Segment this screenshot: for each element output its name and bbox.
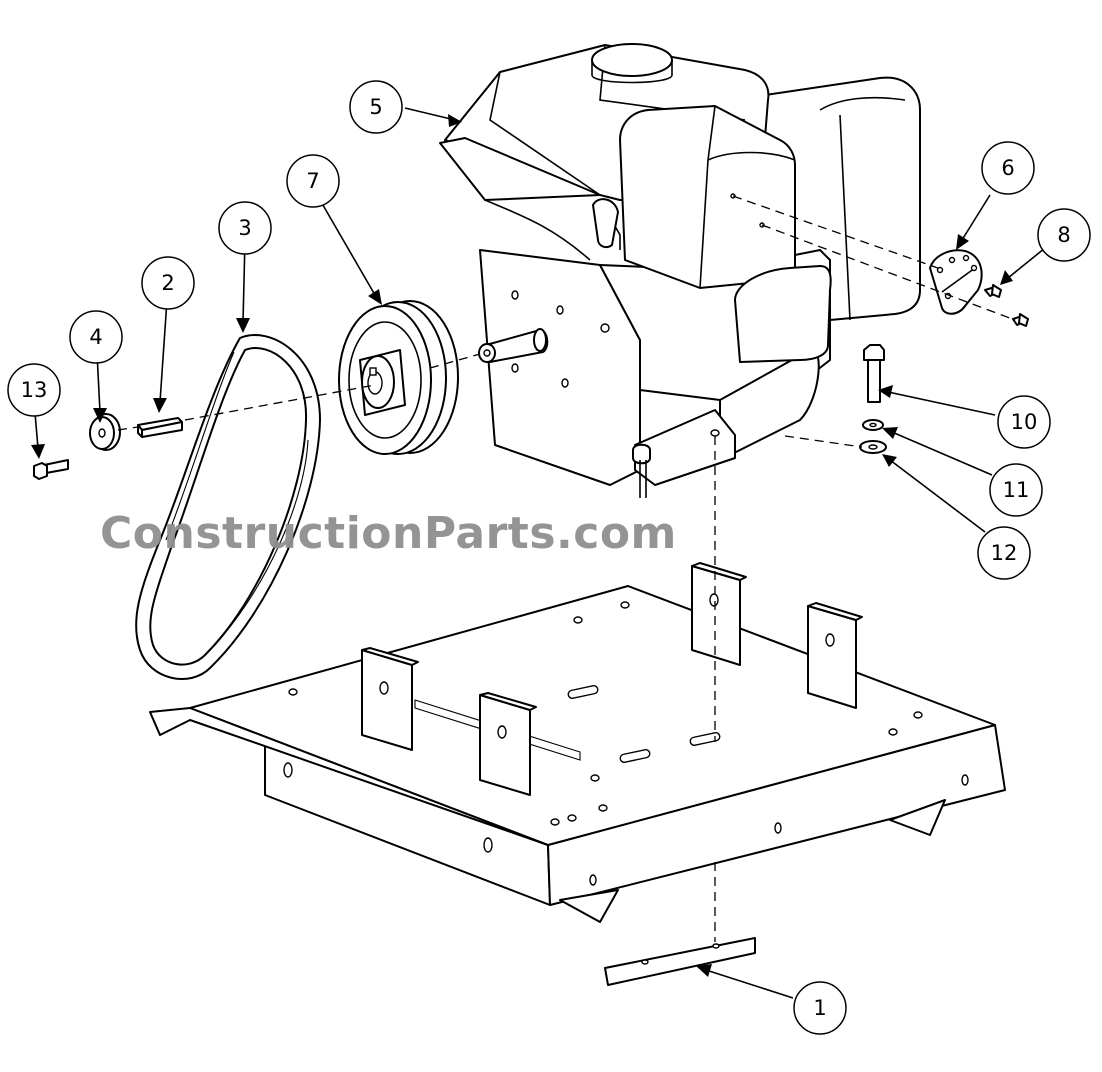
svg-text:12: 12 bbox=[991, 541, 1018, 565]
screws-part-8 bbox=[984, 284, 1029, 327]
callout-12: 12 bbox=[977, 526, 1031, 580]
callout-11: 11 bbox=[989, 463, 1043, 517]
v-belt-part-3 bbox=[135, 334, 321, 680]
bracket-part-6 bbox=[929, 249, 983, 315]
pulley-part-7 bbox=[338, 300, 459, 455]
svg-text:3: 3 bbox=[238, 216, 251, 240]
washer-part-12 bbox=[859, 440, 887, 454]
svg-text:1: 1 bbox=[813, 996, 826, 1020]
washer-part-4 bbox=[89, 413, 121, 451]
callout-2: 2 bbox=[141, 256, 195, 310]
assembly-lines bbox=[117, 195, 1016, 942]
svg-text:11: 11 bbox=[1003, 478, 1030, 502]
callout-7: 7 bbox=[286, 154, 340, 208]
callout-13: 13 bbox=[7, 363, 61, 417]
leader-lines bbox=[31, 107, 1046, 999]
svg-text:6: 6 bbox=[1001, 156, 1014, 180]
svg-text:7: 7 bbox=[306, 169, 319, 193]
callout-5: 5 bbox=[349, 80, 403, 134]
svg-text:13: 13 bbox=[21, 378, 48, 402]
callout-3: 3 bbox=[218, 201, 272, 255]
lock-washer-part-11 bbox=[862, 419, 884, 431]
bottom-bar-part-1 bbox=[604, 937, 756, 986]
base-plate bbox=[149, 562, 1006, 923]
svg-text:8: 8 bbox=[1057, 223, 1070, 247]
svg-text:5: 5 bbox=[369, 95, 382, 119]
callout-1: 1 bbox=[793, 981, 847, 1035]
svg-text:4: 4 bbox=[89, 325, 102, 349]
callout-10: 10 bbox=[997, 395, 1051, 449]
svg-text:2: 2 bbox=[161, 271, 174, 295]
callout-8: 8 bbox=[1037, 208, 1091, 262]
callout-6: 6 bbox=[981, 141, 1035, 195]
engine-part-5 bbox=[439, 43, 921, 498]
bolt-part-10 bbox=[863, 344, 885, 403]
svg-text:10: 10 bbox=[1011, 410, 1038, 434]
bolt-part-13 bbox=[33, 459, 69, 480]
callout-4: 4 bbox=[69, 310, 123, 364]
key-part-2 bbox=[137, 417, 183, 438]
watermark-text: ConstructionParts.com bbox=[100, 508, 677, 559]
